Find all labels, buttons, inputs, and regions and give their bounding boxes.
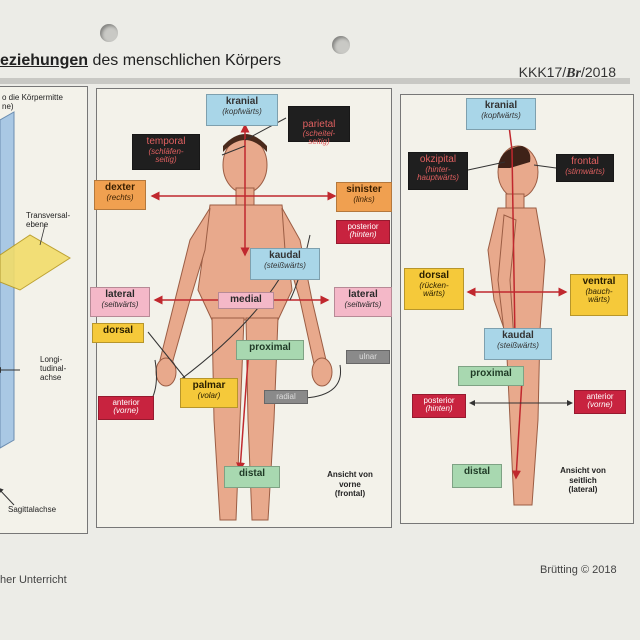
front-view-caption: Ansicht von vorne (frontal) — [327, 470, 373, 499]
punch-hole — [100, 24, 118, 42]
label-lateral-right: lateral(seitwärts) — [334, 287, 392, 317]
title-bold: eziehungen — [0, 52, 89, 69]
code-suffix: /2018 — [580, 64, 616, 80]
label-anterior-side: anterior(vorne) — [574, 390, 626, 414]
code-initials: Br — [566, 66, 581, 81]
label-posterior-front: posterior(hinten) — [336, 220, 390, 244]
header-rule — [0, 78, 630, 84]
side-hair — [498, 146, 531, 168]
label-posterior-side: posterior(hinten) — [412, 394, 466, 418]
front-body-figure — [155, 136, 333, 521]
label-temporal: temporal(schläfen- seitig) — [132, 134, 200, 170]
label-kranial-front: kranial(kopfwärts) — [206, 94, 278, 126]
body-planes-diagram — [0, 111, 71, 506]
label-distal-side: distal — [452, 464, 502, 488]
label-sinister: sinister(links) — [336, 182, 392, 212]
label-dexter: dexter(rechts) — [94, 180, 146, 210]
punch-hole — [332, 36, 350, 54]
side-direction-arrows — [466, 116, 568, 480]
label-kaudal-front: kaudal(steißwärts) — [250, 248, 320, 280]
document-code: KKK17/Br/2018 — [519, 64, 616, 82]
label-dorsal-front: dorsal — [92, 323, 144, 343]
label-lateral-left: lateral(seitwärts) — [90, 287, 150, 317]
side-pointer-lines — [467, 161, 573, 406]
label-radial: radial — [264, 390, 308, 404]
title-rest: des menschlichen Körpers — [92, 52, 282, 69]
label-anterior-front: anterior(vorne) — [98, 396, 154, 420]
label-distal-front: distal — [224, 466, 280, 488]
left-top-text: o die Körpermitte ne) — [2, 93, 63, 111]
label-okzipital: okzipital(hinter- hauptwärts) — [408, 152, 468, 190]
transversal-label: Transversal- ebene — [26, 211, 71, 229]
label-proximal-front: proximal — [236, 340, 304, 360]
label-kaudal-side: kaudal(steißwärts) — [484, 328, 552, 360]
sagittal-label: Sagittalachse — [8, 505, 57, 514]
footer-left-text: her Unterricht — [0, 574, 67, 586]
label-kranial-side: kranial(kopfwärts) — [466, 98, 536, 130]
code-prefix: KKK17/ — [518, 64, 567, 80]
left-panel — [0, 86, 88, 534]
label-proximal-side: proximal — [458, 366, 524, 386]
front-hair — [223, 134, 267, 152]
label-dorsal-side: dorsal(rücken- wärts) — [404, 268, 464, 310]
label-frontal: frontal(stirnwärts) — [556, 154, 614, 182]
label-palmar: palmar(volar) — [180, 378, 238, 408]
label-ulnar: ulnar — [346, 350, 390, 364]
label-parietal: parietal(scheitel- seitig) — [288, 106, 350, 146]
side-body-figure — [487, 145, 546, 506]
longitudinal-label: Longi- tudinal- achse — [40, 355, 67, 382]
label-ventral: ventral(bauch- wärts) — [570, 274, 628, 316]
footer-copyright: Brütting © 2018 — [540, 564, 617, 576]
side-view-caption: Ansicht von seitlich (lateral) — [560, 466, 606, 495]
label-medial: medial — [218, 292, 274, 309]
page-title: eziehungen des menschlichen Körpers — [0, 52, 281, 70]
